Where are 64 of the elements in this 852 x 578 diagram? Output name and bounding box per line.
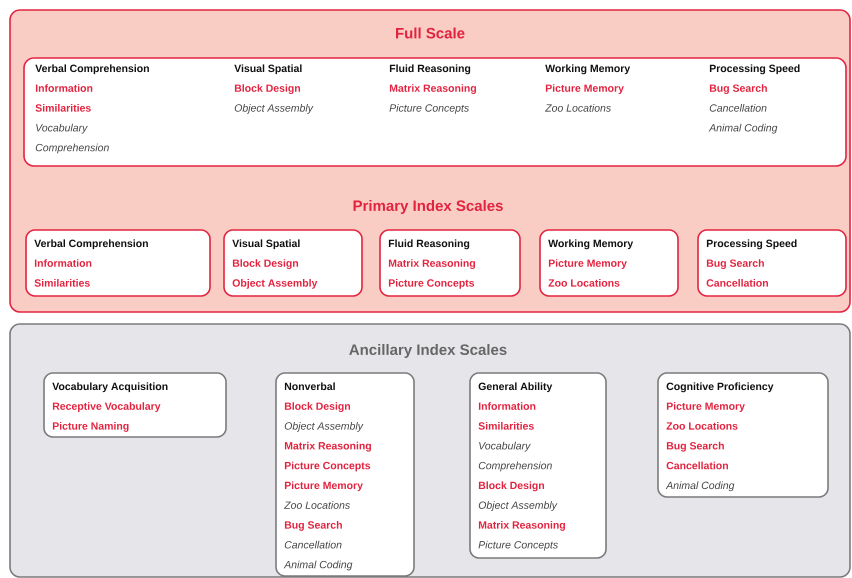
core-subtest: Cancellation (706, 279, 768, 287)
core-subtest: Picture Naming (52, 422, 128, 432)
supplemental-subtest: Animal Coding (708, 124, 778, 134)
index-heading: Fluid Reasoning (388, 239, 470, 250)
core-subtest: Picture Concepts (388, 279, 474, 289)
core-subtest: Bug Search (710, 84, 767, 94)
supplemental-subtest: Animal Coding (284, 560, 352, 570)
index-heading: Cognitive Proficiency (666, 382, 774, 392)
supplemental-subtest: Object Assembly (478, 501, 558, 511)
supplemental-subtest: Object Assembly (284, 422, 364, 432)
section-heading: Ancillary Index Scales (349, 344, 507, 358)
core-subtest: Bug Search (666, 442, 724, 452)
core-subtest: Bug Search (706, 259, 764, 270)
core-subtest: Block Design (284, 402, 350, 412)
index-heading: General Ability (478, 382, 552, 392)
core-subtest: Similarities (478, 422, 534, 430)
section-heading: Primary Index Scales (354, 200, 503, 214)
index-heading: Processing Speed (706, 239, 797, 250)
core-subtest: Block Design (478, 481, 544, 492)
core-subtest: Receptive Vocabulary (52, 402, 160, 412)
core-subtest: Picture Memory (546, 84, 624, 94)
supplemental-subtest: Animal Coding (666, 481, 734, 492)
core-subtest: Picture Memory (548, 259, 627, 269)
supplemental-subtest: Picture Concepts (478, 540, 558, 551)
core-subtest: Information (34, 259, 92, 267)
core-subtest: Zoo Locations (666, 422, 738, 430)
supplemental-subtest: Zoo Locations (284, 501, 350, 509)
core-subtest: Similarities (34, 279, 90, 287)
core-subtest: Information (478, 402, 536, 410)
core-subtest: Matrix Reasoning (388, 259, 475, 270)
supplemental-subtest: Cancellation (710, 104, 766, 112)
supplemental-subtest: Vocabulary (479, 442, 531, 452)
core-subtest: Bug Search (284, 520, 342, 531)
index-heading: Verbal Comprehension (35, 64, 149, 74)
supplemental-subtest: Comprehension (478, 462, 552, 472)
core-subtest: Matrix Reasoning (284, 442, 371, 452)
index-heading: Nonverbal (284, 382, 335, 390)
index-heading: Visual Spatial (234, 64, 302, 74)
core-subtest: Zoo Locations (548, 279, 620, 287)
supplemental-subtest: Zoo Locations (545, 104, 611, 112)
supplemental-subtest: Vocabulary (36, 124, 88, 134)
core-subtest: Picture Memory (284, 481, 363, 492)
supplemental-subtest: Object Assembly (234, 104, 314, 114)
index-heading: Processing Speed (710, 64, 800, 74)
core-subtest: Similarities (36, 104, 91, 112)
index-heading: Verbal Comprehension (34, 239, 148, 250)
core-subtest: Information (36, 84, 92, 92)
supplemental-subtest: Picture Concepts (390, 104, 469, 114)
core-subtest: Object Assembly (232, 279, 318, 289)
index-heading: Vocabulary Acquisition (52, 382, 168, 392)
core-subtest: Picture Memory (666, 402, 745, 412)
supplemental-subtest: Comprehension (36, 144, 109, 154)
index-heading: Visual Spatial (232, 239, 300, 250)
core-subtest: Block Design (232, 259, 298, 270)
core-subtest: Matrix Reasoning (390, 84, 476, 94)
core-subtest: Cancellation (666, 462, 728, 470)
section-heading: Full Scale (396, 28, 464, 38)
core-subtest: Block Design (234, 84, 300, 94)
index-heading: Working Memory (545, 64, 630, 74)
index-heading: Working Memory (548, 239, 634, 250)
index-heading: Fluid Reasoning (390, 64, 470, 74)
core-subtest: Matrix Reasoning (478, 520, 565, 531)
core-subtest: Picture Concepts (284, 462, 370, 472)
supplemental-subtest: Cancellation (284, 540, 342, 548)
